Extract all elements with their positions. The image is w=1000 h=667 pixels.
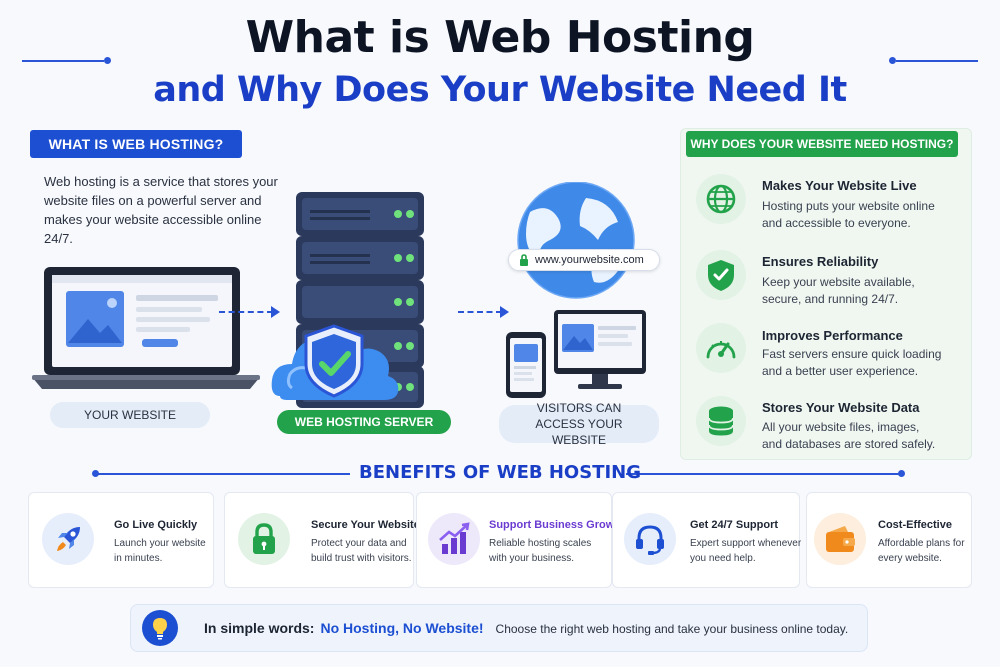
title-divider-left	[22, 60, 104, 62]
server-stack-illustration	[271, 192, 424, 408]
title-divider-right	[896, 60, 978, 62]
benefits-heading: BENEFITS OF WEB HOSTING	[358, 462, 642, 483]
summary-text: In simple words: No Hosting, No Website!…	[204, 620, 848, 636]
title-divider-dot-right	[889, 57, 896, 64]
why-item-database-icon	[696, 396, 746, 446]
why-item-globe-icon	[696, 174, 746, 224]
intro-text: Web hosting is a service that stores you…	[44, 174, 278, 246]
globe-devices-illustration	[506, 182, 646, 398]
summary-body: Choose the right web hosting and take yo…	[495, 622, 849, 636]
flow-arrow-1-head	[271, 306, 280, 318]
page-title: What is Web Hosting	[245, 12, 755, 63]
flow-arrow-2-head	[500, 306, 509, 318]
benefits-divider-right	[626, 473, 900, 475]
headset-icon	[624, 513, 676, 565]
lock-icon	[238, 513, 290, 565]
laptop-illustration	[32, 267, 260, 389]
benefit-title: Cost-Effective	[878, 519, 952, 531]
benefit-title: Get 24/7 Support	[690, 519, 779, 531]
hosting-server-label: WEB HOSTING SERVER	[277, 410, 451, 434]
benefit-title: Go Live Quickly	[114, 519, 198, 531]
title-divider-dot-left	[104, 57, 111, 64]
benefit-desc: Protect your data and build trust with v…	[311, 538, 412, 564]
intro-heading: WHAT IS WEB HOSTING?	[30, 130, 242, 158]
url-text: www.yourwebsite.com	[535, 254, 644, 266]
why-item-desc: Keep your website available, secure, and…	[762, 275, 915, 306]
rocket-icon	[42, 513, 94, 565]
url-bar: www.yourwebsite.com	[508, 249, 660, 271]
benefits-divider-dot-right	[898, 470, 905, 477]
why-item-shield-check-icon	[696, 250, 746, 300]
benefits-divider-dot-left	[92, 470, 99, 477]
lightbulb-icon	[142, 610, 178, 646]
visitors-label: VISITORS CAN ACCESS YOUR WEBSITE	[499, 401, 659, 447]
your-website-label: YOUR WEBSITE	[50, 402, 210, 428]
page-subtitle: and Why Does Your Website Need It	[153, 70, 847, 110]
benefit-desc: Affordable plans for every website.	[878, 538, 965, 564]
why-item-title: Makes Your Website Live	[762, 178, 917, 193]
why-item-desc: All your website files, images, and data…	[762, 420, 936, 451]
benefit-desc: Launch your website in minutes.	[114, 538, 206, 564]
benefit-desc: Reliable hosting scales with your busine…	[489, 538, 592, 564]
summary-highlight: No Hosting, No Website!	[320, 620, 484, 636]
why-item-title: Stores Your Website Data	[762, 400, 920, 415]
why-item-speedometer-icon	[696, 323, 746, 373]
why-item-desc: Fast servers ensure quick loading and a …	[762, 347, 942, 378]
flow-arrow-2	[458, 311, 502, 313]
benefit-title: Support Business Growth	[489, 519, 625, 531]
why-item-desc: Hosting puts your website online and acc…	[762, 199, 935, 230]
wallet-icon	[814, 513, 866, 565]
why-heading: WHY DOES YOUR WEBSITE NEED HOSTING?	[686, 131, 958, 157]
benefits-divider-left	[96, 473, 350, 475]
benefit-title: Secure Your Website	[311, 519, 420, 531]
summary-prefix: In simple words:	[204, 620, 315, 636]
flow-arrow-1	[219, 311, 273, 313]
growth-chart-icon	[428, 513, 480, 565]
why-item-title: Ensures Reliability	[762, 254, 879, 269]
lock-icon	[520, 254, 528, 266]
why-item-title: Improves Performance	[762, 328, 903, 343]
summary-bar	[130, 604, 868, 652]
benefit-desc: Expert support whenever you need help.	[690, 538, 802, 564]
